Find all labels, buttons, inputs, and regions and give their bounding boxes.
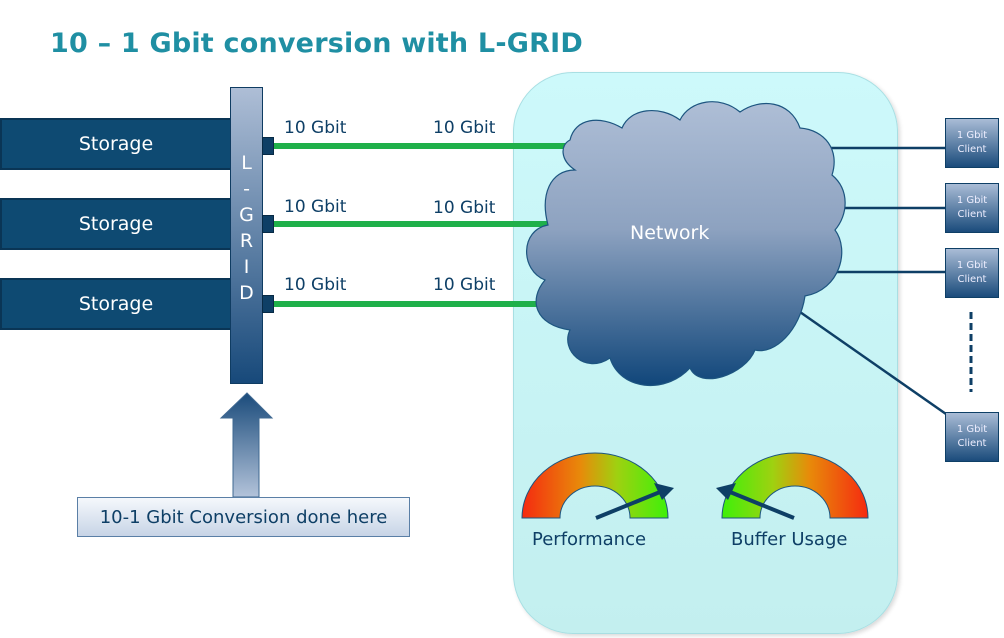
client-speed: 1 Gbit bbox=[956, 195, 988, 206]
link-label-left-2: 10 Gbit bbox=[284, 197, 347, 217]
performance-label: Performance bbox=[532, 529, 647, 550]
client-line-4 bbox=[799, 310, 947, 416]
storage-box-2: Storage bbox=[0, 198, 232, 250]
client-box-3: 1 Gbit Client bbox=[945, 248, 999, 298]
buffer-gauge-arc bbox=[721, 452, 869, 519]
up-arrow bbox=[219, 392, 274, 498]
link-label-left-1: 10 Gbit bbox=[284, 118, 347, 138]
client-speed: 1 Gbit bbox=[956, 424, 988, 435]
lgrid-letter: - bbox=[243, 178, 250, 200]
client-label: Client bbox=[957, 209, 987, 220]
client-speed: 1 Gbit bbox=[956, 260, 988, 271]
performance-gauge-arc bbox=[521, 452, 669, 519]
client-box-1: 1 Gbit Client bbox=[945, 118, 999, 168]
lgrid-letter: I bbox=[243, 256, 250, 278]
lgrid-letter: D bbox=[239, 282, 254, 304]
performance-gauge-needle bbox=[595, 490, 661, 520]
lgrid-letter: R bbox=[239, 230, 254, 252]
lgrid-letter: G bbox=[239, 204, 254, 226]
client-label: Client bbox=[957, 274, 987, 285]
storage-box-1: Storage bbox=[0, 118, 232, 170]
performance-needle-head bbox=[654, 483, 674, 500]
buffer-gauge-needle bbox=[729, 490, 795, 520]
lgrid-port-1 bbox=[262, 137, 274, 155]
lgrid-device: L - G R I D bbox=[230, 87, 263, 384]
link-label-right-3: 10 Gbit bbox=[433, 275, 496, 295]
link-label-right-2: 10 Gbit bbox=[433, 198, 496, 218]
conversion-callout: 10-1 Gbit Conversion done here bbox=[77, 497, 410, 537]
lgrid-port-3 bbox=[262, 295, 274, 313]
network-label: Network bbox=[630, 222, 710, 244]
lgrid-letter: L bbox=[241, 152, 252, 174]
client-box-4: 1 Gbit Client bbox=[945, 412, 999, 462]
lgrid-port-2 bbox=[262, 215, 274, 233]
buffer-needle-head bbox=[716, 483, 736, 500]
network-cloud bbox=[526, 101, 846, 387]
buffer-usage-label: Buffer Usage bbox=[731, 529, 848, 550]
link-label-left-3: 10 Gbit bbox=[284, 275, 347, 295]
page-title: 10 – 1 Gbit conversion with L-GRID bbox=[50, 28, 583, 59]
client-label: Client bbox=[957, 438, 987, 449]
client-speed: 1 Gbit bbox=[956, 130, 988, 141]
client-box-2: 1 Gbit Client bbox=[945, 183, 999, 233]
storage-box-3: Storage bbox=[0, 278, 232, 330]
link-label-right-1: 10 Gbit bbox=[433, 118, 496, 138]
client-label: Client bbox=[957, 144, 987, 155]
